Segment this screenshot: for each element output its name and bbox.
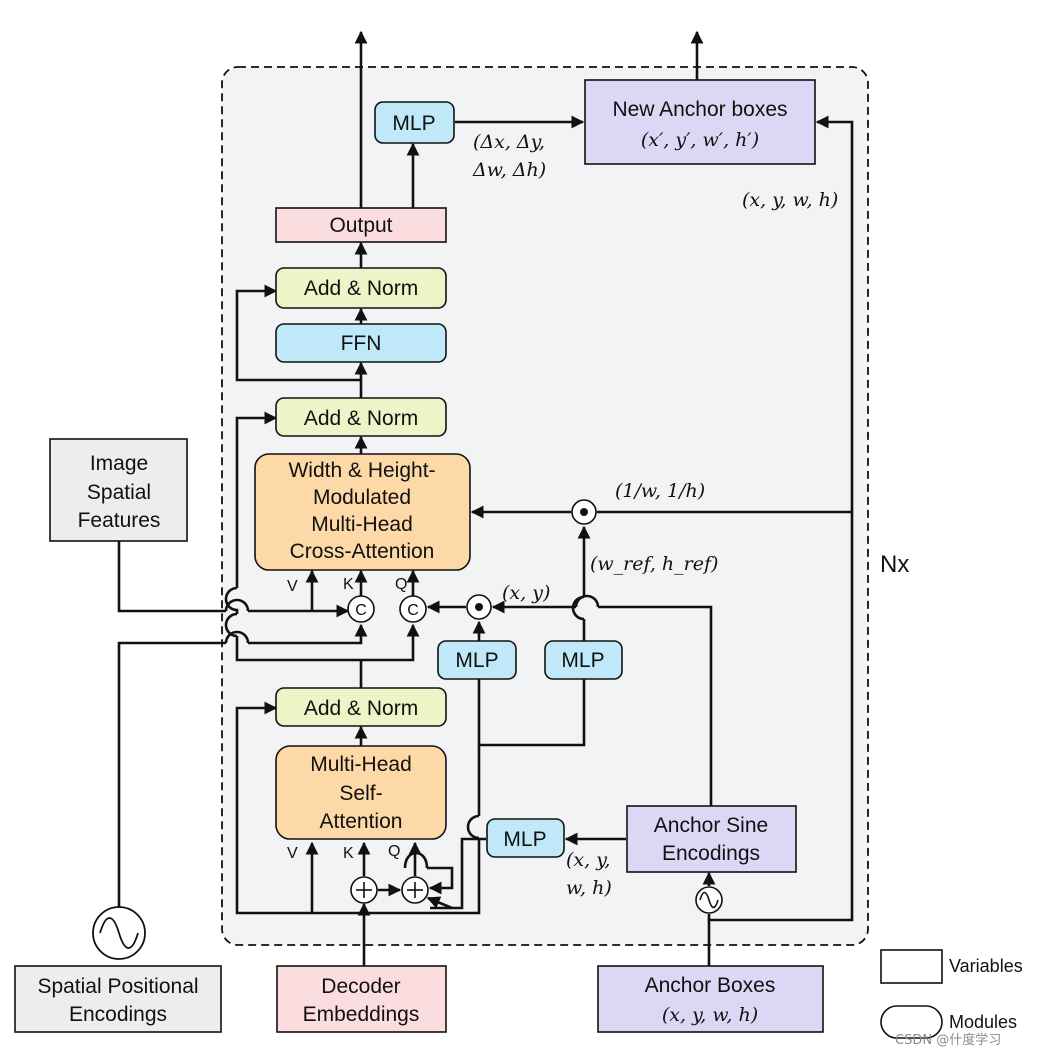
- svg-text:V: V: [287, 578, 298, 595]
- svg-text:(x′, y′, w′, h′): (x′, y′, w′, h′): [641, 129, 759, 151]
- legend-modules-label: Modules: [949, 1012, 1017, 1032]
- svg-text:Spatial: Spatial: [87, 481, 151, 504]
- nx-label: Nx: [880, 551, 909, 578]
- svg-text:K: K: [343, 576, 354, 593]
- legend-modules-swatch: [880, 1005, 943, 1039]
- add-norm-1-block: Add & Norm: [275, 687, 447, 727]
- decoder-embeddings: Decoder Embeddings: [276, 965, 447, 1033]
- svg-text:Spatial Positional: Spatial Positional: [37, 975, 198, 998]
- math-labels: (Δx, Δy, Δw, Δh) (x, y, w, h) (1/w, 1/h)…: [472, 131, 838, 899]
- output-block: Output: [275, 207, 447, 243]
- svg-text:MLP: MLP: [561, 649, 604, 672]
- elementwise-product-wh-icon: [571, 499, 597, 525]
- svg-text:Multi-Head: Multi-Head: [310, 753, 412, 776]
- anchor-boxes: Anchor Boxes (x, y, w, h): [597, 965, 824, 1033]
- svg-text:Output: Output: [329, 214, 392, 237]
- svg-text:C: C: [407, 602, 419, 619]
- svg-text:MLP: MLP: [503, 828, 546, 851]
- svg-text:MLP: MLP: [392, 112, 435, 135]
- svg-text:Image: Image: [90, 452, 148, 475]
- svg-text:Embeddings: Embeddings: [303, 1003, 420, 1026]
- positional-sine-icon: [92, 906, 146, 960]
- svg-text:V: V: [287, 845, 298, 862]
- svg-text:Self-: Self-: [339, 782, 382, 805]
- svg-text:(w_ref, h_ref): (w_ref, h_ref): [590, 553, 718, 575]
- mlp-xy-block: MLP: [437, 640, 517, 680]
- qkv-labels: V K Q V K Q: [287, 576, 407, 862]
- self-attention-block: Multi-Head Self- Attention: [275, 745, 447, 840]
- mlp-ref-block: MLP: [544, 640, 623, 680]
- mlp-top-block: MLP: [374, 101, 455, 144]
- legend: Variables Modules: [880, 949, 1023, 1039]
- svg-text:Add & Norm: Add & Norm: [304, 277, 418, 300]
- svg-text:Width & Height-: Width & Height-: [288, 459, 435, 482]
- svg-text:Attention: Attention: [320, 810, 403, 833]
- svg-text:Cross-Attention: Cross-Attention: [290, 540, 435, 563]
- svg-text:Δw, Δh): Δw, Δh): [472, 159, 546, 181]
- svg-text:(x, y, w, h): (x, y, w, h): [742, 189, 838, 211]
- svg-text:Decoder: Decoder: [321, 975, 400, 998]
- cross-attention-block: Width & Height- Modulated Multi-Head Cro…: [254, 453, 471, 571]
- svg-text:C: C: [355, 602, 367, 619]
- svg-text:(1/w, 1/h): (1/w, 1/h): [615, 480, 705, 502]
- svg-text:Modulated: Modulated: [313, 486, 411, 509]
- svg-text:MLP: MLP: [455, 649, 498, 672]
- elementwise-product-xy-icon: [466, 594, 492, 620]
- sine-encoding-icon: [695, 886, 723, 914]
- svg-text:Features: Features: [78, 509, 161, 532]
- spatial-positional-encodings: Spatial Positional Encodings: [14, 965, 222, 1033]
- svg-text:(x, y, w, h): (x, y, w, h): [662, 1004, 758, 1026]
- svg-text:(x, y): (x, y): [502, 582, 550, 604]
- svg-text:Q: Q: [395, 576, 407, 593]
- new-anchor-boxes: New Anchor boxes (x′, y′, w′, h′): [584, 79, 816, 165]
- svg-text:w, h): w, h): [566, 877, 612, 899]
- svg-text:K: K: [343, 845, 354, 862]
- svg-text:Add & Norm: Add & Norm: [304, 697, 418, 720]
- legend-variables-label: Variables: [949, 956, 1023, 976]
- add-1-icon: [350, 876, 378, 904]
- mlp-bottom-block: MLP: [486, 818, 565, 858]
- svg-text:Anchor Sine: Anchor Sine: [654, 814, 768, 837]
- svg-text:New Anchor boxes: New Anchor boxes: [612, 98, 787, 121]
- svg-text:FFN: FFN: [341, 332, 382, 355]
- svg-text:(x, y,: (x, y,: [566, 849, 610, 871]
- watermark: CSDN @什度学习: [895, 1032, 1001, 1048]
- legend-variables-swatch: [880, 949, 943, 984]
- svg-text:Encodings: Encodings: [662, 842, 760, 865]
- add-norm-3-block: Add & Norm: [275, 267, 447, 309]
- svg-text:Q: Q: [388, 843, 400, 860]
- ffn-block: FFN: [275, 323, 447, 363]
- add-2-icon: [401, 876, 429, 904]
- add-norm-2-block: Add & Norm: [275, 397, 447, 437]
- svg-text:Add & Norm: Add & Norm: [304, 407, 418, 430]
- concat-1-icon: C: [347, 595, 375, 623]
- connection-lines: [117, 30, 854, 966]
- svg-text:Encodings: Encodings: [69, 1003, 167, 1026]
- svg-text:Multi-Head: Multi-Head: [311, 513, 413, 536]
- concat-2-icon: C: [399, 595, 427, 623]
- svg-text:(Δx, Δy,: (Δx, Δy,: [473, 131, 545, 153]
- anchor-sine-encodings: Anchor Sine Encodings: [626, 805, 797, 873]
- image-spatial-features: Image Spatial Features: [49, 438, 188, 542]
- svg-text:Anchor Boxes: Anchor Boxes: [645, 974, 776, 997]
